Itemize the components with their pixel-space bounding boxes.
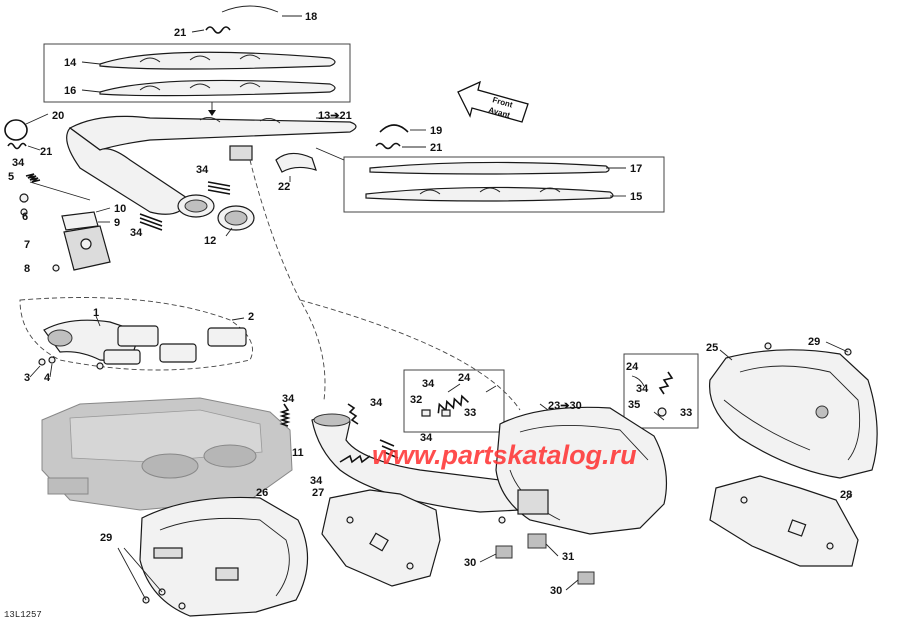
callout-16: 16 [64, 85, 76, 97]
spring-34-pipe-lower [339, 454, 371, 464]
manifold-bolts-part [38, 356, 104, 370]
heat-shield-lower-part [81, 79, 336, 97]
callout-34: 34 [636, 383, 649, 395]
callout-15: 15 [630, 191, 642, 203]
drain-hose-dashed [249, 159, 326, 401]
spring-34-hose-left [279, 403, 291, 427]
callout-33: 33 [464, 407, 476, 419]
callout-34: 34 [310, 475, 323, 487]
callout-26: 26 [256, 487, 268, 499]
bracket-part [275, 152, 317, 182]
spring-34-left-mid [139, 213, 163, 231]
callout-12: 12 [204, 235, 216, 247]
callout-31: 31 [562, 551, 574, 563]
callout-20: 20 [52, 110, 64, 122]
insulation-pad-27-part [321, 489, 441, 587]
callout-17: 17 [630, 163, 642, 175]
callout-3: 3 [24, 372, 30, 384]
exhaust-cover-part [708, 342, 878, 479]
insulation-pad-28-part [709, 475, 859, 567]
callout-30: 30 [550, 585, 562, 597]
resonator-housing-part [495, 403, 668, 535]
callout-34: 34 [422, 378, 435, 390]
callout-22: 22 [278, 181, 290, 193]
callout-10: 10 [114, 203, 126, 215]
callout-5: 5 [8, 171, 14, 183]
heat-shield-upper-part [81, 51, 336, 70]
arrow-down-icon [208, 110, 216, 116]
tuned-pipe-part [66, 115, 357, 218]
callout-18: 18 [305, 11, 317, 23]
spring-detail-box-a [403, 369, 505, 433]
right-clamp-ring-part [375, 124, 426, 150]
spring-part [191, 26, 231, 34]
callout-23-30: 23➔30 [548, 400, 582, 412]
callout-34: 34 [196, 164, 209, 176]
front-direction-arrow: Front Avant [457, 80, 529, 123]
spring-34-pipe [379, 439, 399, 459]
callout-4: 4 [44, 372, 51, 384]
callout-35: 35 [628, 399, 640, 411]
callout-34: 34 [370, 397, 383, 409]
callout-29: 29 [100, 532, 112, 544]
spring-34-hose-right [347, 403, 359, 425]
callout-34: 34 [282, 393, 295, 405]
callout-29: 29 [808, 336, 820, 348]
callout-6: 6 [22, 211, 28, 223]
callout-34: 34 [12, 157, 25, 169]
engine-block-part [41, 397, 293, 511]
callout-21: 21 [40, 146, 52, 158]
lower-cover-part [139, 496, 309, 617]
callout-19: 19 [430, 125, 442, 137]
callout-30: 30 [464, 557, 476, 569]
spring-34-upper-mid [207, 181, 231, 195]
callout-24: 24 [458, 372, 471, 384]
rubber-block-30b [577, 571, 595, 585]
spring-detail-box-b [623, 353, 699, 429]
watermark: www.partskatalog.ru [372, 440, 637, 470]
callout-13-21: 13➔21 [318, 110, 352, 122]
callout-21: 21 [174, 27, 186, 39]
clamp-ring-part [221, 5, 302, 17]
callout-34: 34 [130, 227, 143, 239]
mount-bracket-part [19, 181, 111, 272]
rubber-block-31 [527, 533, 547, 549]
rubber-block-30a [495, 545, 513, 559]
upper-detail-box [43, 43, 351, 103]
callout-24: 24 [626, 361, 639, 373]
callout-9: 9 [114, 217, 120, 229]
gasket-part [159, 317, 247, 363]
callout-2: 2 [248, 311, 254, 323]
callout-25: 25 [706, 342, 718, 354]
lower-detail-box [343, 156, 665, 213]
callout-11: 11 [292, 447, 304, 459]
callout-27: 27 [312, 487, 324, 499]
spring-34-upper-left [25, 173, 41, 183]
exhaust-manifold-part [43, 315, 159, 365]
exhaust-pipe-part [311, 413, 522, 513]
heat-shield-15-part [365, 186, 626, 202]
callout-8: 8 [24, 263, 30, 275]
left-spring-part [7, 142, 41, 151]
callout-21: 21 [430, 142, 442, 154]
drawing-code: 13L1257 [4, 610, 42, 620]
callout-32: 32 [410, 394, 422, 406]
callout-7: 7 [24, 239, 30, 251]
callout-14: 14 [64, 57, 77, 69]
left-clamp-ring-part [4, 113, 49, 141]
sleeve-part [217, 205, 255, 237]
callout-1: 1 [93, 307, 99, 319]
callout-33: 33 [680, 407, 692, 419]
heat-shield-17-part [369, 161, 626, 175]
callout-28: 28 [840, 489, 852, 501]
callout-34: 34 [420, 432, 433, 444]
